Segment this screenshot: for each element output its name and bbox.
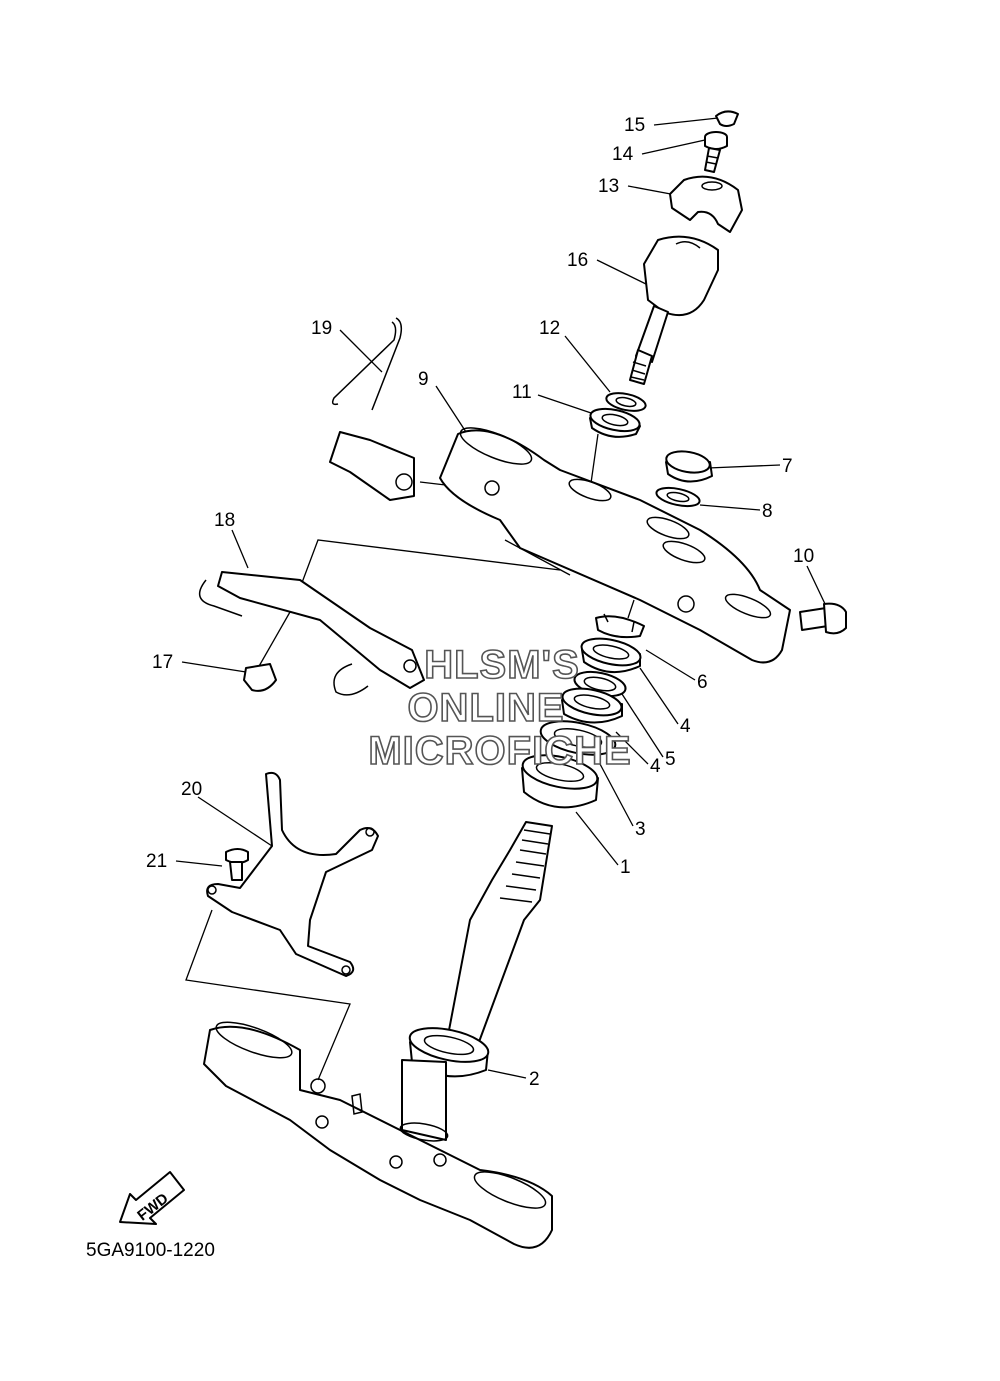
callout-4: 4 — [650, 756, 661, 777]
watermark-line-3: MICROFICHE — [368, 729, 631, 773]
clip-19 — [329, 317, 415, 501]
callout-10: 10 — [793, 546, 814, 567]
watermark-line-1: HLSM'S — [424, 643, 580, 687]
bearing-1 — [521, 754, 599, 809]
callout-21: 21 — [146, 851, 167, 872]
bolt-14 — [704, 131, 728, 173]
callout-6: 6 — [697, 672, 708, 693]
washer-12 — [605, 392, 647, 412]
callout-7: 7 — [782, 456, 793, 477]
lock-washer-6 — [595, 613, 645, 639]
callout-14: 14 — [612, 144, 634, 165]
ring-nut-4-upper — [580, 637, 642, 673]
lower-bracket — [203, 1021, 553, 1249]
callout-18: 18 — [214, 510, 235, 531]
bolt-10 — [799, 602, 847, 635]
callout-labels: 15 14 13 16 19 12 9 11 7 8 18 10 17 6 45 20 4 31 21 2 — [146, 115, 814, 1090]
steering-stem-shaft — [445, 821, 553, 1051]
nut-17 — [243, 663, 277, 692]
cap-15 — [715, 110, 739, 127]
callout-20: 20 — [181, 779, 202, 800]
holder-upper-13 — [669, 175, 743, 233]
fwd-arrow-icon: FWD — [119, 1171, 185, 1225]
watermark: HLSM'S ONLINE MICROFICHE — [368, 642, 632, 774]
callout-19: 19 — [311, 318, 332, 339]
cover-3 — [539, 720, 617, 756]
holder-lower-16 — [629, 235, 719, 385]
callout-11: 11 — [512, 382, 532, 403]
diagram-code: 5GA9100-1220 — [86, 1240, 215, 1261]
collar-11 — [589, 407, 641, 438]
callout-13: 13 — [598, 176, 619, 197]
callout-2: 2 — [529, 1069, 540, 1090]
callout-3: 3 — [635, 819, 646, 840]
hose-bracket-18 — [198, 571, 425, 696]
callout-17: 17 — [152, 652, 173, 673]
callout-16: 16 — [567, 250, 588, 271]
callout-8: 8 — [762, 501, 773, 522]
callout-4: 4 — [680, 716, 691, 737]
upper-bracket-9 — [439, 427, 791, 664]
watermark-line-2: ONLINE — [407, 686, 564, 730]
callout-12: 12 — [539, 318, 560, 339]
washer-8 — [655, 486, 701, 508]
bolt-21 — [225, 848, 249, 881]
callout-15: 15 — [624, 115, 645, 136]
callout-5: 5 — [665, 749, 676, 770]
stay-bracket-20 — [206, 771, 379, 977]
ring-nut-4-lower — [561, 687, 623, 724]
callout-1: 1 — [620, 857, 631, 878]
nut-7 — [665, 450, 713, 483]
callout-9: 9 — [418, 369, 429, 390]
